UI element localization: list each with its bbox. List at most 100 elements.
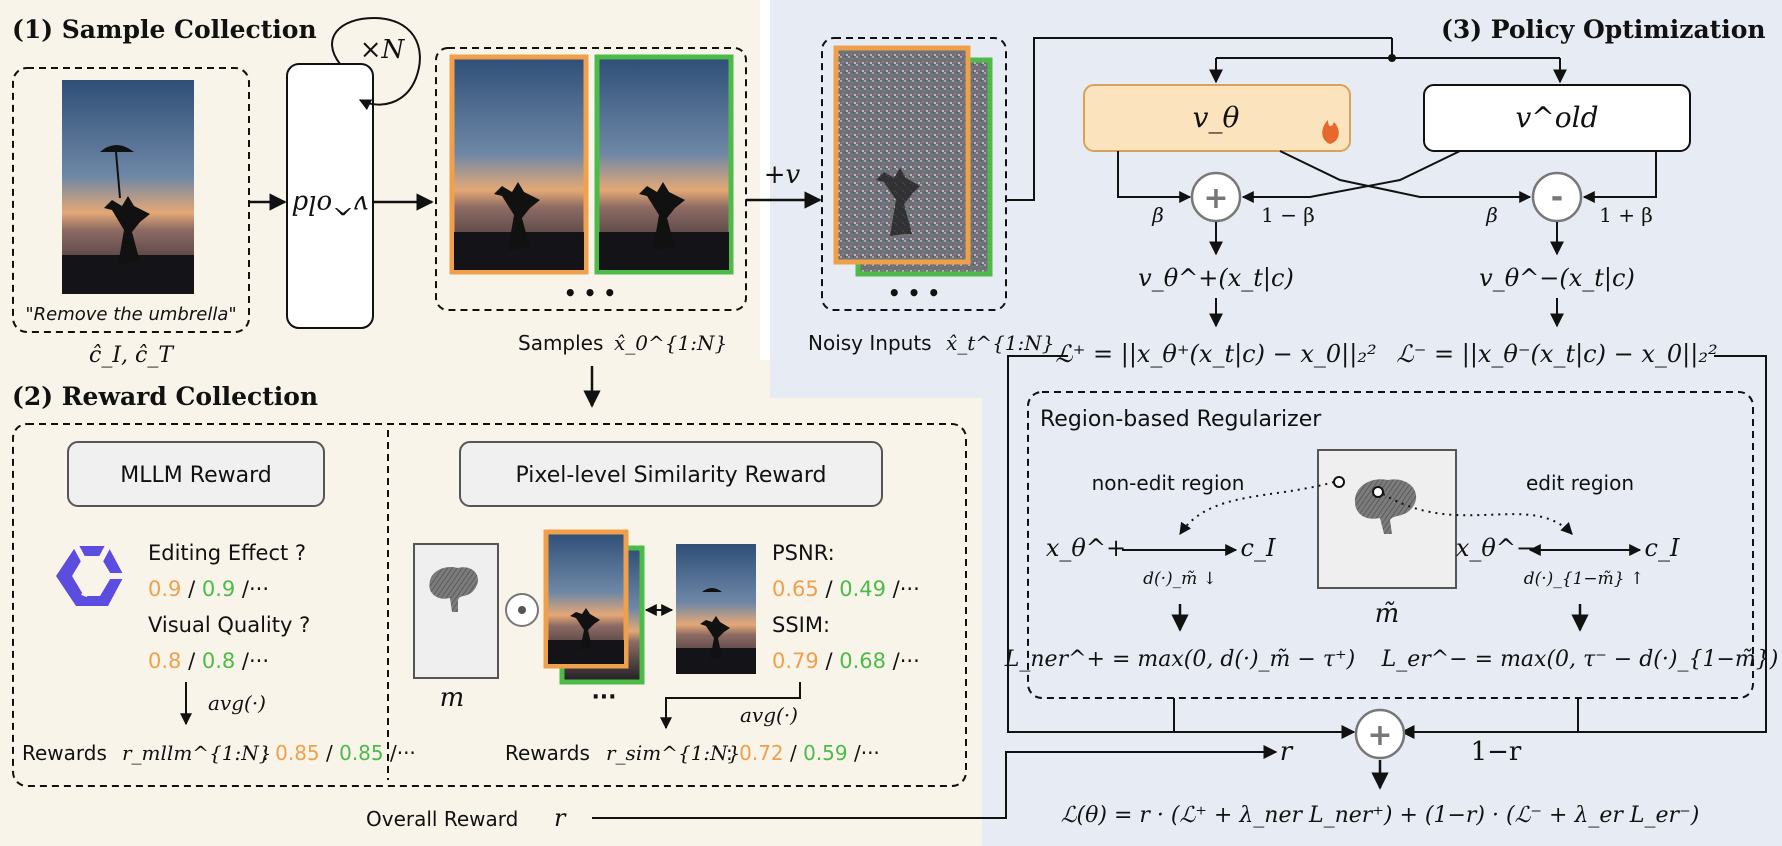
source-image — [62, 80, 194, 294]
prompt-text: "Remove the umbrella" — [25, 304, 236, 325]
ee-sep: / — [181, 577, 201, 601]
ee-tail: /··· — [235, 577, 269, 601]
samples-ellipsis: • • • — [564, 281, 616, 305]
rm-sep: / — [320, 741, 339, 765]
sample-image-1 — [449, 54, 589, 275]
plus-combiner — [1190, 171, 1242, 223]
ee-score-green: 0.9 — [202, 577, 235, 601]
mllm-reward-button[interactable] — [67, 441, 325, 507]
edit-region-label: edit region — [1526, 471, 1634, 495]
mask-point-right — [1372, 486, 1384, 498]
v-minus-expr: v_θ^−(x_t|c) — [1479, 264, 1635, 293]
mask-image — [413, 543, 499, 679]
m-tilde-label: m̃ — [1375, 599, 1400, 629]
rs-score-green: 0.59 — [803, 741, 848, 765]
noisy-label: Noisy Inputs — [808, 331, 932, 355]
vold-to-plus — [1241, 150, 1461, 203]
v-theta-box[interactable] — [1083, 84, 1351, 152]
psnr-scores: 0.65 / 0.49 /··· — [772, 577, 920, 601]
section-title-sample: (1) Sample Collection — [12, 15, 317, 44]
avg-label-sim: avg(·) — [740, 703, 798, 727]
c-I-left: c_I — [1241, 534, 1276, 562]
overall-reward-label: Overall Reward — [366, 807, 518, 831]
L-er-expr: L_er^− = max(0, τ⁻ − d(·)_{1−m̃}) — [1381, 647, 1779, 672]
regularizer-title: Region-based Regularizer — [1040, 407, 1322, 432]
vq-tail: /··· — [235, 649, 269, 673]
one-minus-r-weight: 1−r — [1471, 737, 1522, 767]
rewards-mllm-values: : 0.85 / 0.85 /··· — [262, 741, 416, 765]
editing-effect-scores: 0.9 / 0.9 /··· — [148, 577, 269, 601]
final-sum — [1354, 708, 1406, 760]
c-I-right: c_I — [1645, 534, 1680, 562]
ssim-score-green: 0.68 — [839, 649, 886, 673]
mask-symbol: m — [440, 683, 465, 713]
vold-to-minus — [1582, 151, 1657, 203]
r-weight: r — [1280, 737, 1294, 767]
connector-noisy-to-models — [1006, 37, 1392, 201]
section-title-reward: (2) Reward Collection — [12, 382, 318, 411]
connector-Lplus-to-sum — [1007, 355, 1356, 739]
d-ner-label: d(·)_m̃ ↓ — [1143, 569, 1217, 589]
connector-overall-reward — [592, 745, 1278, 819]
ssim-score-orange: 0.79 — [772, 649, 819, 673]
noisy-symbol: x̂_t^{1:N} — [946, 331, 1055, 355]
r-sim-symbol: r_sim^{1:N} — [606, 741, 740, 765]
v-theta-label: v_θ — [1193, 101, 1240, 134]
v-plus-expr: v_θ^+(x_t|c) — [1138, 264, 1294, 293]
mllm-reward-title: MLLM Reward — [120, 463, 271, 488]
samples-symbol: x̂_0^{1:N} — [614, 331, 727, 355]
visual-quality-label: Visual Quality ? — [148, 613, 310, 637]
v-old-label: v^old — [1515, 101, 1598, 134]
minus-combiner — [1531, 171, 1583, 223]
rm-tail: /··· — [384, 741, 416, 765]
rm-score-green: 0.85 — [339, 741, 384, 765]
ssim-scores: 0.79 / 0.68 /··· — [772, 649, 920, 673]
pixel-sample-front — [543, 529, 629, 669]
plus-v-label: +v — [764, 160, 801, 190]
ssim-sep: / — [819, 649, 839, 673]
rewards-sim-values: : 0.72 / 0.59 /··· — [726, 741, 880, 765]
beta-left: β — [1151, 203, 1164, 227]
hadamard-dot — [518, 606, 526, 614]
flame-icon — [1322, 120, 1339, 144]
final-objective: ℒ(θ) = r · (ℒ⁺ + λ_ner L_ner⁺) + (1−r) ·… — [1061, 803, 1700, 828]
sample-image-2 — [594, 54, 734, 275]
noisy-inputs-box — [821, 37, 1007, 311]
loss-plus: ℒ⁺ = ||x_θ⁺(x_t|c) − x_0||₂² — [1055, 340, 1376, 369]
repeat-loop — [331, 16, 421, 111]
one-minus-beta: 1 − β — [1261, 203, 1315, 227]
section-title-policy: (3) Policy Optimization — [1441, 15, 1766, 44]
avg-label-mllm: avg(·) — [208, 691, 266, 715]
mllm-logo — [56, 544, 124, 606]
d-er-label: d(·)_{1−m̃} ↑ — [1524, 569, 1645, 589]
x-theta-minus: x_θ^− — [1456, 534, 1536, 562]
rs-score-orange: 0.72 — [739, 741, 784, 765]
one-plus-beta: 1 + β — [1599, 203, 1653, 227]
rewards-mllm-label: Rewards — [22, 741, 107, 765]
beta-right: β — [1485, 203, 1498, 227]
loss-minus: ℒ⁻ = ||x_θ⁻(x_t|c) − x_0||₂² — [1396, 340, 1717, 369]
r-mllm-symbol: r_mllm^{1:N} — [122, 741, 271, 765]
rewards-sim-label: Rewards — [505, 741, 590, 765]
psnr-tail: /··· — [886, 577, 920, 601]
regularizer-box — [1027, 391, 1754, 699]
pixel-reward-button[interactable] — [459, 441, 883, 507]
condition-symbols: ĉ_I, ĉ_T — [89, 343, 175, 368]
psnr-sep: / — [819, 577, 839, 601]
v-old-box[interactable] — [1423, 84, 1691, 152]
ssim-tail: /··· — [886, 649, 920, 673]
repeat-label: ×N — [360, 35, 406, 65]
old-model-box[interactable] — [286, 63, 374, 329]
psnr-score-green: 0.49 — [839, 577, 886, 601]
overall-reward-symbol: r — [554, 804, 567, 832]
rs-sep: / — [784, 741, 803, 765]
dotted-to-edit — [1382, 493, 1573, 535]
psnr-label: PSNR: — [772, 541, 835, 565]
samples-box — [435, 47, 747, 311]
vq-score-orange: 0.8 — [148, 649, 181, 673]
psnr-score-orange: 0.65 — [772, 577, 819, 601]
pixel-ellipsis: ··· — [591, 685, 616, 710]
editing-effect-label: Editing Effect ? — [148, 541, 306, 565]
x-theta-plus: x_θ^+ — [1046, 534, 1126, 562]
pixel-source-image — [676, 544, 756, 674]
